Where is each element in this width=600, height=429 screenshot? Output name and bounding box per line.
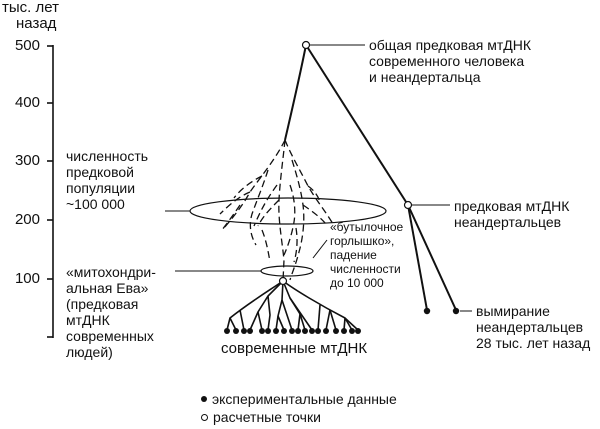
legend-experimental: экспериментальные данные [201, 391, 397, 407]
neanderthal-ancestor-point [403, 200, 413, 210]
ancestral-lineages [219, 139, 334, 282]
filled-dot-icon [201, 396, 207, 403]
tick-400: 400 [14, 94, 40, 111]
neanderthal-ancestor-label: предковая мтДНК неандертальцев [454, 198, 570, 230]
legend-calculated: расчетные точки [201, 409, 321, 425]
bottleneck-ellipse [260, 265, 314, 277]
tick-200: 200 [14, 211, 40, 228]
tick-100: 100 [14, 270, 40, 287]
mitochondrial-eve-label: «митохондри- альная Ева» (предковая мтДН… [66, 264, 156, 360]
common-ancestor-point [301, 40, 311, 50]
bottleneck-label: «бутылочное горлышко», падение численнос… [330, 220, 404, 290]
neanderthal-dot-2 [452, 307, 460, 315]
population-label: численность предковой популяции ~100 000 [66, 148, 149, 212]
extinction-label: вымирание неандертальцев 28 тыс. лет наз… [476, 303, 591, 351]
axis-title: тыс. лет назад [2, 0, 59, 32]
mitochondrial-eve-point [278, 276, 288, 286]
callout-lines [165, 44, 472, 312]
tick-300: 300 [14, 152, 40, 169]
tick-500: 500 [14, 37, 40, 54]
main-branches [284, 44, 457, 311]
modern-tree [226, 280, 359, 331]
time-axis [47, 45, 54, 338]
modern-mtdna-label: современные мтДНК [221, 340, 368, 357]
modern-mtdna-dots [224, 328, 361, 334]
neanderthal-dot-1 [423, 307, 431, 315]
common-ancestor-label: общая предковая мтДНК современного челов… [369, 37, 531, 85]
open-dot-icon [201, 413, 208, 421]
